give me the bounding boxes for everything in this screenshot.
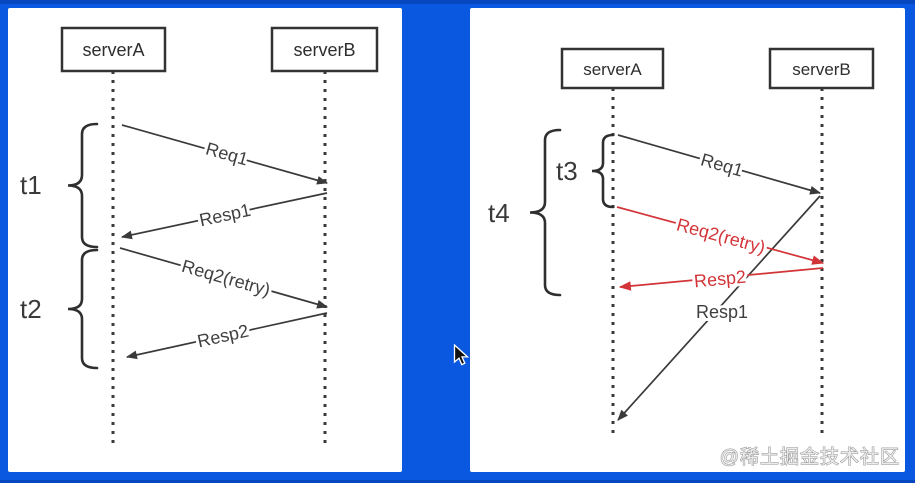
brace-t2 [67,248,99,370]
label-req2-retry: Req2(retry) [674,214,767,257]
label-req1: Req1 [204,139,251,170]
arrow-resp1 [120,192,328,240]
cursor-arrow [453,344,470,366]
brace-label-t4: t4 [488,198,510,228]
left-sequence-panel: serverA serverB t1 t2 Req1 Resp1 Req2(re… [8,8,402,472]
label-resp1: Resp1 [696,302,748,322]
label-resp2: Resp2 [693,267,747,292]
actor-label-serverb: serverB [293,40,355,60]
label-resp1: Resp1 [197,200,252,230]
arrow-req2-retry [119,247,329,309]
label-req2-retry: Req2(retry) [179,256,272,300]
brace-t4 [529,128,562,297]
actor-box-servera [60,26,167,73]
actor-box-serverb [270,26,379,73]
actor-box-servera [560,47,665,90]
right-sequence-panel: serverA serverB t3 t4 Req1 Req2(retry) R… [470,8,905,472]
left-sequence-diagram: serverA serverB t1 t2 Req1 Resp1 Req2(re… [20,26,379,448]
brace-t1 [67,122,99,249]
brace-label-t2: t2 [20,294,42,324]
label-req1: Req1 [699,149,746,180]
arrow-req2-retry [616,206,825,265]
arrow-resp1-delayed [617,195,821,421]
actor-label-serverb: serverB [792,60,851,79]
mouse-cursor-icon [453,344,470,366]
arrow-req1 [617,134,822,195]
actor-label-servera: serverA [583,60,642,79]
top-edge-strip [0,0,915,4]
arrow-resp2 [618,267,824,291]
brace-label-t3: t3 [556,156,578,186]
bottom-edge-strip [0,480,915,483]
actor-label-servera: serverA [82,40,144,60]
arrow-resp2 [125,312,328,360]
watermark-text: @稀土掘金技术社区 [720,446,900,468]
right-sequence-diagram: serverA serverB t3 t4 Req1 Req2(retry) R… [488,47,900,469]
arrow-req1 [121,124,329,185]
brace-t3 [591,133,615,209]
brace-label-t1: t1 [20,170,42,200]
label-resp2: Resp2 [195,321,250,352]
actor-box-serverb [768,47,875,90]
